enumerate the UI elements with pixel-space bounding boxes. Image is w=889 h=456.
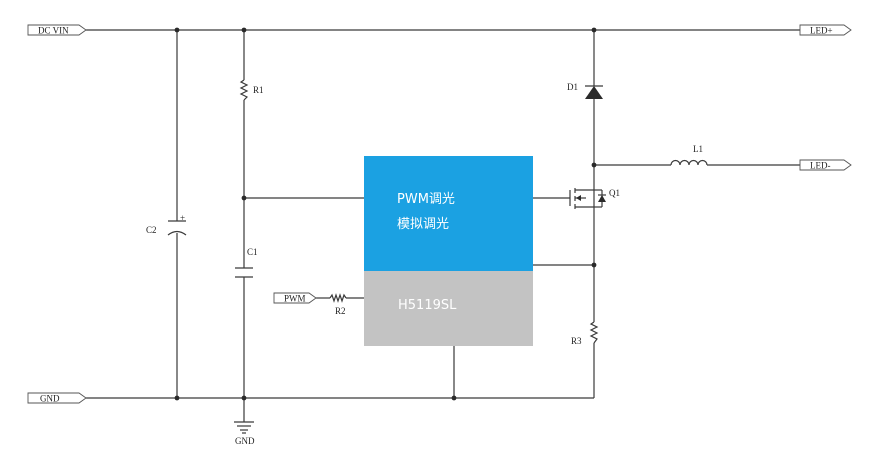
port-led-minus: LED-: [799, 159, 852, 171]
l1-label: L1: [693, 144, 703, 154]
port-gnd-label: GND: [40, 394, 60, 404]
resistor-r2: R2: [329, 293, 347, 316]
capacitor-c1: C1: [235, 247, 258, 278]
resistor-r1: R1: [239, 79, 264, 101]
c1-label: C1: [247, 247, 258, 257]
mosfet-q1: Q1: [569, 185, 620, 210]
ic-part-panel: [364, 271, 533, 346]
port-gnd: GND: [27, 392, 87, 404]
c2-polarity-mark: +: [180, 213, 185, 223]
ic-pwm-dimming-text: PWM调光: [397, 192, 455, 207]
port-dc-vin: DC VIN: [27, 24, 87, 36]
capacitor-c2: + C2: [146, 213, 187, 236]
r1-label: R1: [253, 85, 264, 95]
port-pwm: PWM: [273, 292, 317, 304]
r3-label: R3: [571, 336, 582, 346]
port-pwm-label: PWM: [284, 294, 306, 304]
ic-h5119sl: PWM调光 模拟调光 H5119SL: [364, 156, 533, 346]
port-led-plus: LED+: [799, 24, 852, 36]
wires: [86, 29, 800, 422]
inductor-l1: L1: [670, 144, 708, 166]
junction-dots: [174, 27, 597, 401]
ic-part-number: H5119SL: [398, 298, 457, 313]
diode-d1: D1: [567, 82, 603, 99]
ic-function-panel: [364, 156, 533, 271]
port-led-minus-label: LED-: [810, 161, 831, 171]
d1-label: D1: [567, 82, 578, 92]
ground-label: GND: [235, 436, 255, 446]
c2-label: C2: [146, 225, 157, 235]
port-led-plus-label: LED+: [810, 26, 833, 36]
ground-icon: GND: [234, 421, 255, 446]
ic-analog-dimming-text: 模拟调光: [397, 217, 449, 232]
q1-label: Q1: [609, 188, 620, 198]
resistor-r3: R3: [571, 321, 599, 346]
r2-label: R2: [335, 306, 346, 316]
port-dc-vin-label: DC VIN: [38, 26, 69, 36]
